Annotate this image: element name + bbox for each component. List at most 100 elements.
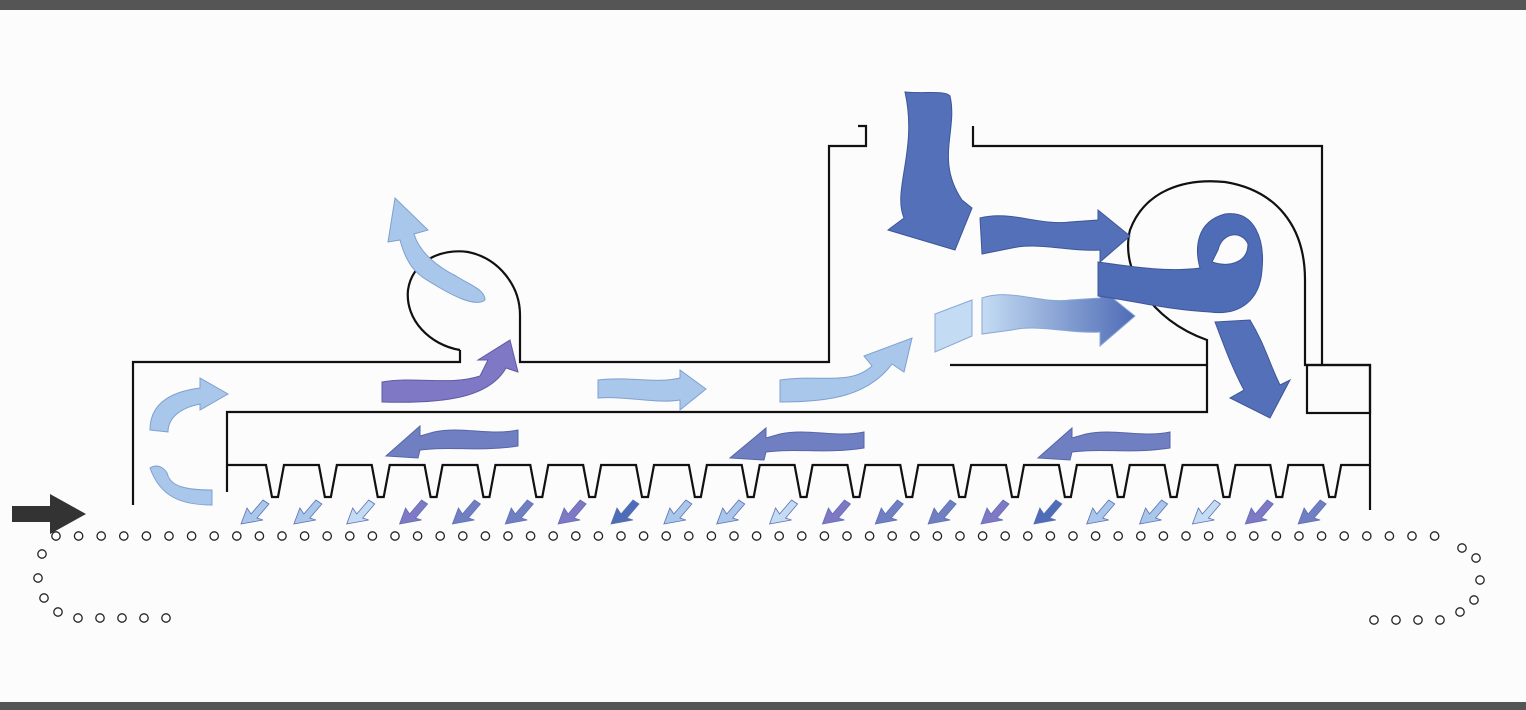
conveyor-bead xyxy=(796,531,807,541)
left-fan-inflow-arrow xyxy=(381,339,519,403)
conveyor-bead xyxy=(1475,575,1485,585)
conveyor-bead xyxy=(1384,531,1395,541)
conveyor-bead xyxy=(480,531,491,541)
conveyor-bead xyxy=(1429,531,1440,541)
conveyor-bead xyxy=(209,531,220,541)
conveyor-bead xyxy=(887,531,898,541)
conveyor-bead xyxy=(593,531,604,541)
conveyor-bead xyxy=(299,531,310,541)
conveyor-bead xyxy=(73,531,84,541)
conveyor-bead xyxy=(1248,531,1259,541)
conveyor-bead xyxy=(367,531,378,541)
conveyor-bead xyxy=(96,531,107,541)
conveyor-bead xyxy=(161,613,171,623)
nozzle-jet-arrow xyxy=(980,499,1010,525)
nozzle-jet-arrow xyxy=(768,499,799,525)
mid-duct-flow-arrow-2 xyxy=(779,337,913,403)
conveyor-bead xyxy=(1090,531,1101,541)
conveyor-bead xyxy=(231,531,242,541)
conveyor-bead xyxy=(1391,615,1401,625)
nozzle-jet-arrow xyxy=(504,499,534,525)
conveyor-bead xyxy=(842,531,852,541)
conveyor-bead xyxy=(1158,531,1169,541)
conveyor-bead xyxy=(819,531,830,541)
conveyor-bead xyxy=(141,531,152,541)
conveyor-bead xyxy=(570,531,581,541)
conveyor-bead xyxy=(1407,531,1417,541)
conveyor-bead xyxy=(1113,531,1124,541)
nozzle-jet-arrow xyxy=(1086,499,1116,525)
conveyor-bead xyxy=(1339,531,1350,541)
airflow-arrows xyxy=(149,91,1327,525)
conveyor-bead xyxy=(254,531,265,541)
conveyor-bead xyxy=(909,531,920,541)
nozzle-manifold xyxy=(227,463,1370,499)
fan-swirl-arrow xyxy=(1097,213,1264,314)
nozzle-jet-arrow xyxy=(240,499,270,525)
nozzle-jet-arrow xyxy=(293,499,323,525)
conveyor-bead xyxy=(932,531,943,541)
conveyor-bead xyxy=(1469,595,1479,605)
return-flow-arrow-2 xyxy=(728,426,865,461)
conveyor-bead xyxy=(1316,531,1327,541)
nozzle-jet-arrow xyxy=(663,499,693,525)
conveyor-bead xyxy=(1226,531,1237,541)
conveyor-bead xyxy=(864,531,875,541)
inner-duct-outline xyxy=(225,363,1209,492)
fresh-air-inlet-arrow xyxy=(886,91,973,251)
conveyor-bead xyxy=(751,531,762,541)
conveyor-bead xyxy=(548,531,559,541)
nozzle-jet-arrow xyxy=(346,499,376,525)
nozzle-jet-arrow xyxy=(1244,499,1274,525)
nozzle-jet-arrow xyxy=(398,499,429,525)
conveyor-bead xyxy=(1369,615,1379,625)
downflow-to-filter-arrow xyxy=(1214,319,1292,419)
conveyor-bead xyxy=(1457,543,1467,553)
filter-box xyxy=(1305,363,1372,415)
top-frame-band xyxy=(0,0,1526,10)
conveyor-bead xyxy=(277,531,287,541)
conveyor-bead xyxy=(164,531,174,541)
bottom-frame-band xyxy=(0,702,1526,710)
conveyor-bead xyxy=(683,531,694,541)
left-exhaust-arrow xyxy=(387,196,486,303)
nozzle-jet-arrow xyxy=(610,499,640,525)
conveyor-bead xyxy=(118,531,129,541)
mid-duct-flow-arrow-1 xyxy=(597,369,707,412)
conveyor-bead xyxy=(117,613,127,623)
conveyor-bead xyxy=(95,613,105,623)
conveyor-bead xyxy=(503,531,513,541)
conveyor-bead xyxy=(53,607,63,617)
conveyor-bead xyxy=(1135,531,1146,541)
conveyor-bead xyxy=(33,573,43,583)
conveyor-bead xyxy=(344,531,355,541)
conveyor-bead xyxy=(73,613,83,623)
supply-small-fragment xyxy=(934,299,973,353)
conveyor-bead xyxy=(390,531,400,541)
conveyor-bead xyxy=(186,531,197,541)
conveyor-bead xyxy=(1181,531,1191,541)
conveyor-bead xyxy=(435,531,446,541)
conveyor-bead xyxy=(1045,531,1056,541)
conveyor-bead xyxy=(661,531,672,541)
conveyor-bead xyxy=(955,531,965,541)
conveyor-bead xyxy=(977,531,988,541)
left-fan-housing xyxy=(406,250,522,352)
conveyor-bead xyxy=(774,531,785,541)
nozzle-jet-arrow xyxy=(557,499,587,525)
conveyor-bead xyxy=(1271,531,1282,541)
nozzle-jet-arrow xyxy=(1033,499,1063,525)
conveyor-bead xyxy=(1361,531,1372,541)
conveyor-bead xyxy=(322,531,333,541)
conveyor-bead xyxy=(39,593,49,603)
nozzle-jet-arrow xyxy=(1138,499,1169,525)
conveyor-bead xyxy=(51,531,61,541)
conveyor-bead xyxy=(1471,553,1481,563)
upper-left-loop-arrow xyxy=(149,377,230,433)
conveyor-bead xyxy=(638,531,649,541)
conveyor-bead xyxy=(1455,607,1465,617)
entry-arrow-icon xyxy=(12,494,86,534)
nozzle-jet-arrow xyxy=(874,499,904,525)
nozzle-jet-arrow xyxy=(716,499,746,525)
